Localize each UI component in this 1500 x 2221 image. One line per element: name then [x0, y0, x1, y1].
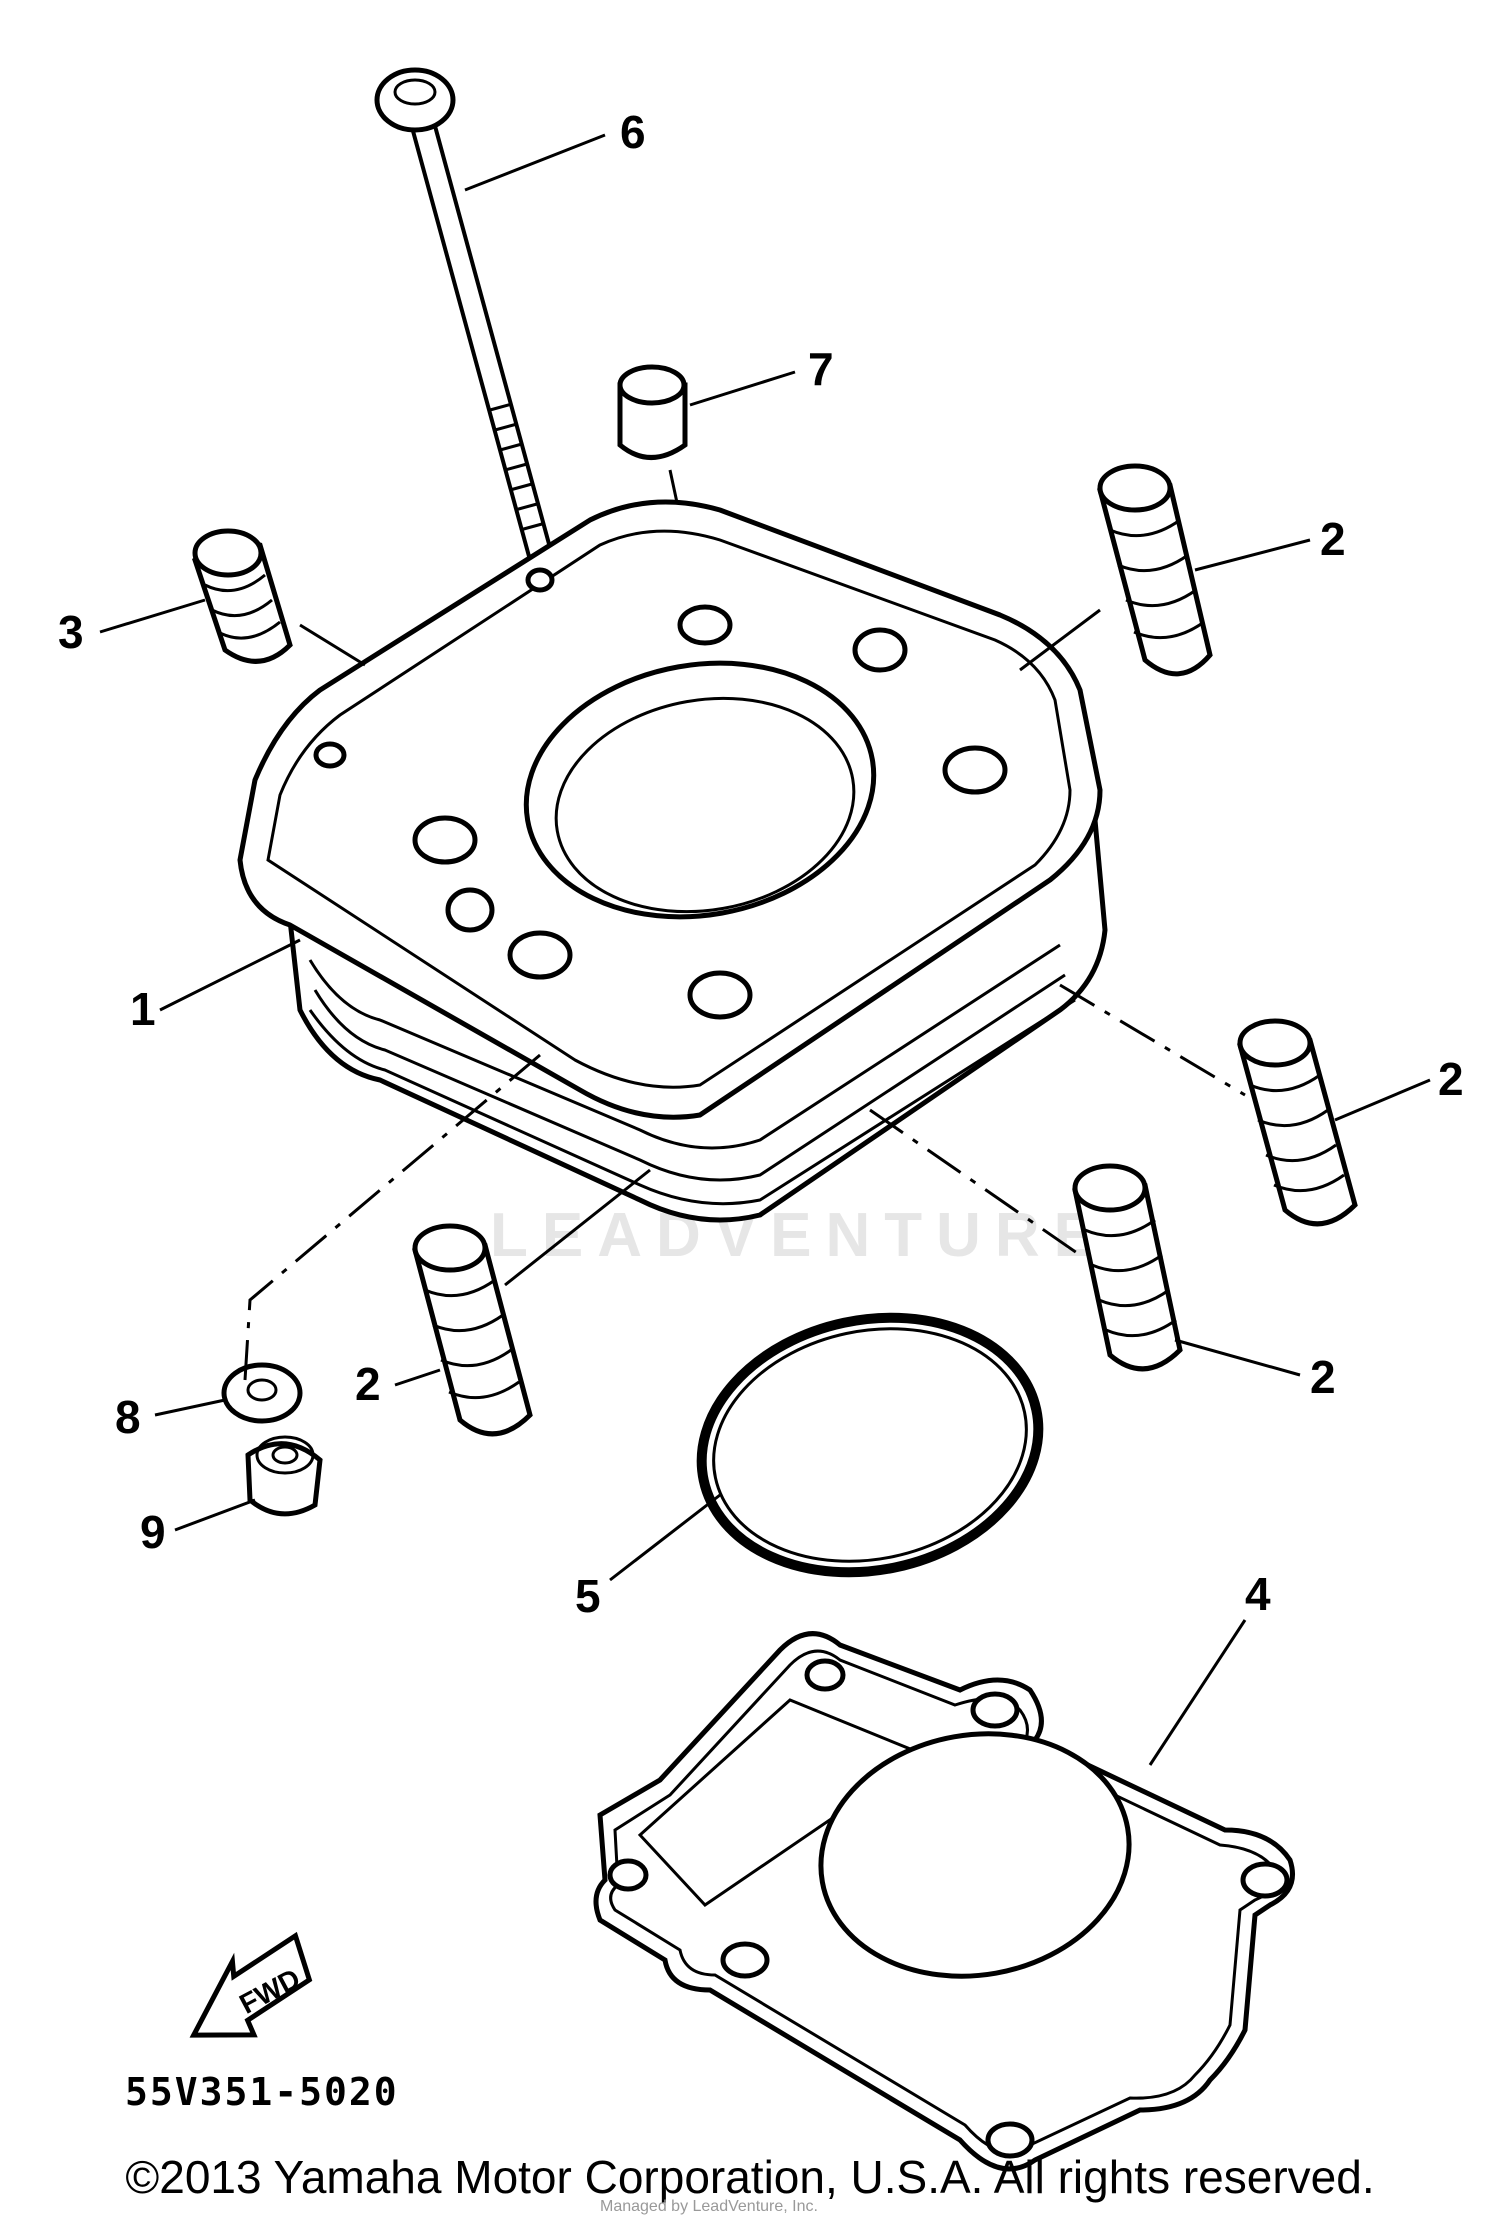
- leader-1: [159, 938, 301, 1012]
- leader-9: [174, 1498, 256, 1532]
- callout-6: 6: [620, 106, 646, 158]
- fwd-arrow-icon: FWD: [189, 1931, 313, 2038]
- leader-5: [609, 1493, 721, 1582]
- stud-bolt-part-3[interactable]: [192, 528, 293, 664]
- stud-bolt-part-2c[interactable]: [1072, 1163, 1183, 1372]
- callout-4: 4: [1245, 1568, 1271, 1620]
- part-code: 55V351-5020: [125, 2070, 399, 2114]
- callout-3: 3: [58, 606, 84, 658]
- bolt-part-6[interactable]: [374, 67, 554, 561]
- callout-1: 1: [130, 983, 156, 1035]
- watermark-text: LEADVENTURE: [490, 1201, 1110, 1270]
- callout-9: 9: [140, 1506, 166, 1558]
- callout-2a: 2: [1320, 513, 1346, 565]
- leader-7: [689, 370, 796, 407]
- watermark-subtext: Managed by LeadVenture, Inc.: [600, 2198, 818, 2215]
- leader-2c: [1174, 1338, 1301, 1377]
- stud-bolt-part-2d[interactable]: [412, 1223, 533, 1437]
- callout-5: 5: [575, 1570, 601, 1622]
- callout-2c: 2: [1310, 1351, 1336, 1403]
- callout-2b: 2: [1438, 1053, 1464, 1105]
- callout-7: 7: [808, 343, 834, 395]
- leader-8: [154, 1398, 226, 1417]
- axis-line-2a: [1019, 608, 1101, 672]
- dowel-pin-part-7[interactable]: [617, 364, 688, 460]
- leader-2b: [1334, 1078, 1431, 1122]
- stud-bolt-part-2b[interactable]: [1237, 1018, 1358, 1227]
- axis-line-2b: [1059, 983, 1246, 1097]
- cylinder-block-part-1[interactable]: [237, 499, 1108, 1223]
- leader-2d: [394, 1368, 441, 1387]
- gasket-part-4[interactable]: [593, 1631, 1295, 2172]
- callout-2d: 2: [355, 1358, 381, 1410]
- callout-8: 8: [115, 1391, 141, 1443]
- axis-line-8: [243, 1053, 541, 1381]
- washer-part-8[interactable]: [221, 1362, 303, 1424]
- leader-6: [464, 133, 606, 192]
- stud-bolt-part-2a[interactable]: [1097, 463, 1213, 677]
- leader-4: [1148, 1619, 1247, 1766]
- nut-part-9[interactable]: [245, 1435, 323, 1517]
- axis-line-2d: [504, 1168, 651, 1287]
- axis-line-2c: [869, 1108, 1081, 1257]
- axis-line-3: [299, 623, 366, 667]
- copyright-text: ©2013 Yamaha Motor Corporation, U.S.A. A…: [125, 2151, 1375, 2203]
- leader-2a: [1194, 538, 1311, 572]
- o-ring-part-5[interactable]: [678, 1287, 1063, 1602]
- leader-3: [99, 598, 206, 634]
